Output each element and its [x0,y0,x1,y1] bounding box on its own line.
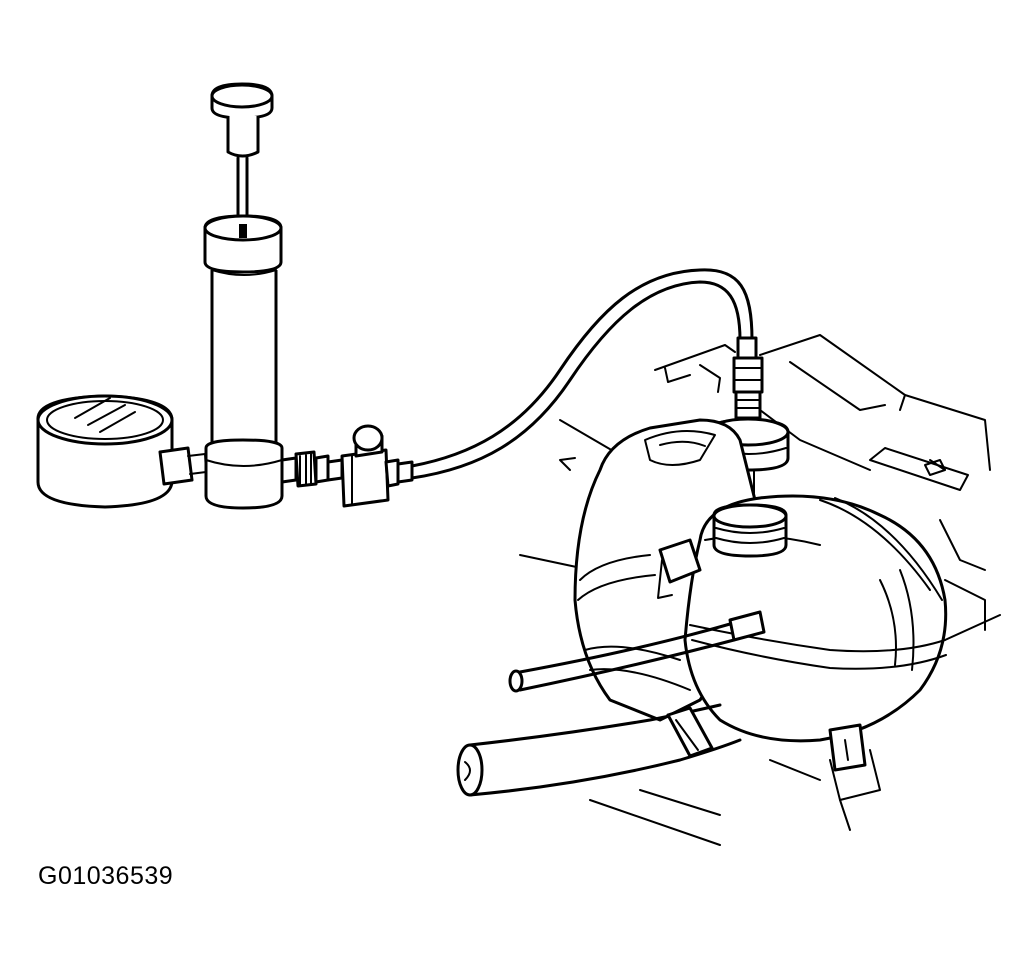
hand-pump [203,82,344,510]
coolant-reservoir [508,418,948,772]
figure-id-label: G01036539 [38,862,174,890]
tester-hose [410,268,764,480]
lower-radiator-hose [456,703,742,797]
pressure-gauge [36,394,207,509]
engine-bay-background [459,334,1001,846]
release-valve [340,424,414,508]
